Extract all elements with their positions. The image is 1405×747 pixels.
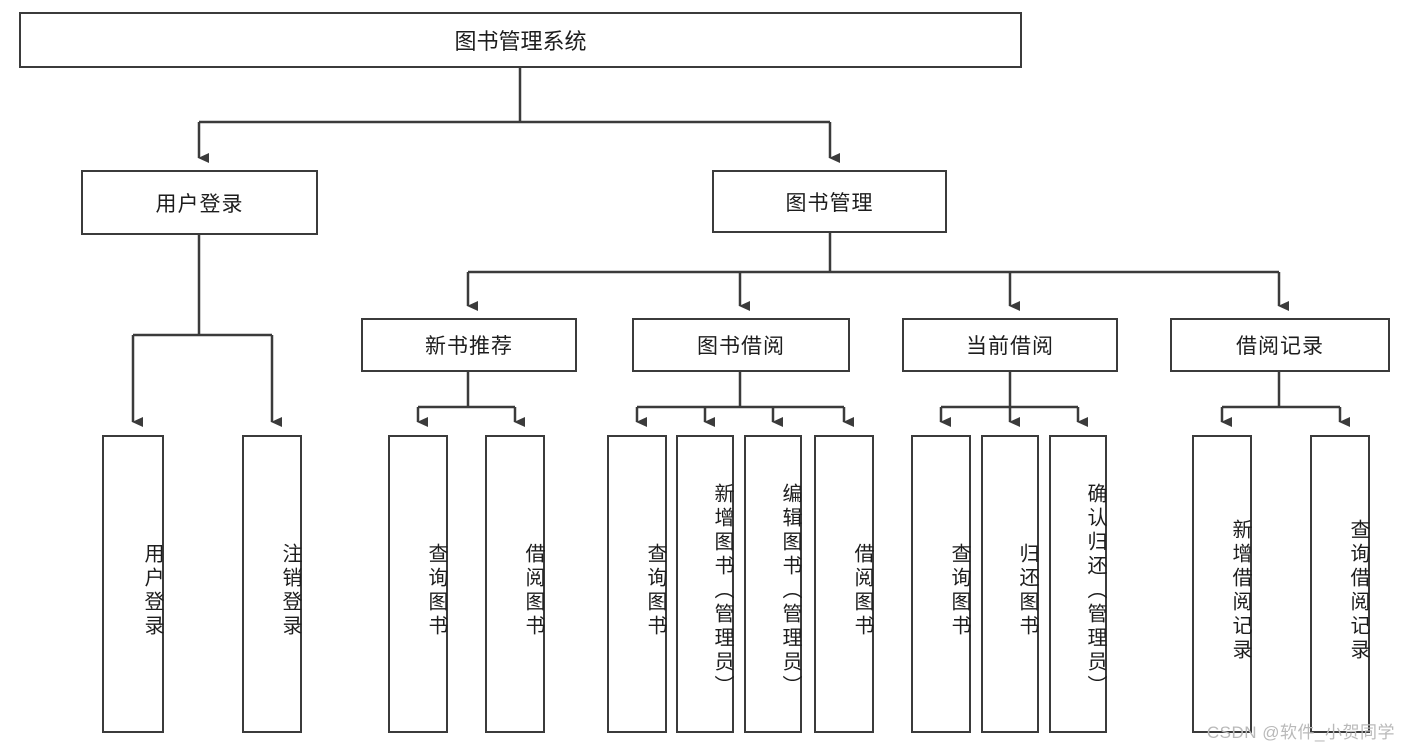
- node-label: 确认归还（管理员）: [1084, 483, 1106, 699]
- node-label: 借阅图书: [851, 543, 873, 639]
- node-label: 查询图书: [425, 543, 447, 639]
- leaf-new-book-borrow-book[interactable]: 借阅图书: [485, 435, 545, 733]
- csdn-watermark: CSDN @软件_小贺同学: [1206, 723, 1395, 742]
- node-label: 图书借阅: [697, 335, 785, 358]
- node-user-login[interactable]: 用户登录: [81, 170, 318, 235]
- leaf-current-borrow-confirm-return-admin[interactable]: 确认归还（管理员）: [1049, 435, 1107, 733]
- leaf-book-borrow-add-book-admin[interactable]: 新增图书（管理员）: [676, 435, 734, 733]
- leaf-user-login-login[interactable]: 用户登录: [102, 435, 164, 733]
- leaf-book-borrow-borrow-book[interactable]: 借阅图书: [814, 435, 874, 733]
- leaf-record-query-borrow-record[interactable]: 查询借阅记录: [1310, 435, 1370, 733]
- node-label: 用户登录: [141, 543, 163, 639]
- leaf-current-borrow-query-book[interactable]: 查询图书: [911, 435, 971, 733]
- node-label: 用户登录: [155, 192, 244, 216]
- node-book-borrowing[interactable]: 图书借阅: [632, 318, 850, 372]
- leaf-current-borrow-return-book[interactable]: 归还图书: [981, 435, 1039, 733]
- node-label: 查询图书: [644, 543, 666, 639]
- leaf-record-add-borrow-record[interactable]: 新增借阅记录: [1192, 435, 1252, 733]
- node-label: 查询图书: [948, 543, 970, 639]
- node-label: 借阅记录: [1236, 335, 1324, 358]
- node-label: 注销登录: [279, 543, 301, 639]
- node-label: 新书推荐: [425, 335, 513, 358]
- node-label: 编辑图书（管理员）: [779, 483, 801, 699]
- node-label: 当前借阅: [966, 335, 1054, 358]
- node-borrowing-records[interactable]: 借阅记录: [1170, 318, 1390, 372]
- node-label: 图书管理: [785, 191, 874, 215]
- node-book-management[interactable]: 图书管理: [712, 170, 947, 233]
- leaf-book-borrow-edit-book-admin[interactable]: 编辑图书（管理员）: [744, 435, 802, 733]
- node-label: 图书管理系统: [454, 29, 587, 54]
- node-label: 新增图书（管理员）: [711, 483, 733, 699]
- leaf-user-login-logout[interactable]: 注销登录: [242, 435, 302, 733]
- node-new-book-recommendation[interactable]: 新书推荐: [361, 318, 577, 372]
- leaf-book-borrow-query-book[interactable]: 查询图书: [607, 435, 667, 733]
- node-current-borrowing[interactable]: 当前借阅: [902, 318, 1118, 372]
- node-root-book-management-system[interactable]: 图书管理系统: [19, 12, 1022, 68]
- node-label: 查询借阅记录: [1347, 519, 1369, 663]
- leaf-new-book-query-book[interactable]: 查询图书: [388, 435, 448, 733]
- node-label: 归还图书: [1016, 543, 1038, 639]
- node-label: 新增借阅记录: [1229, 519, 1251, 663]
- node-label: 借阅图书: [522, 543, 544, 639]
